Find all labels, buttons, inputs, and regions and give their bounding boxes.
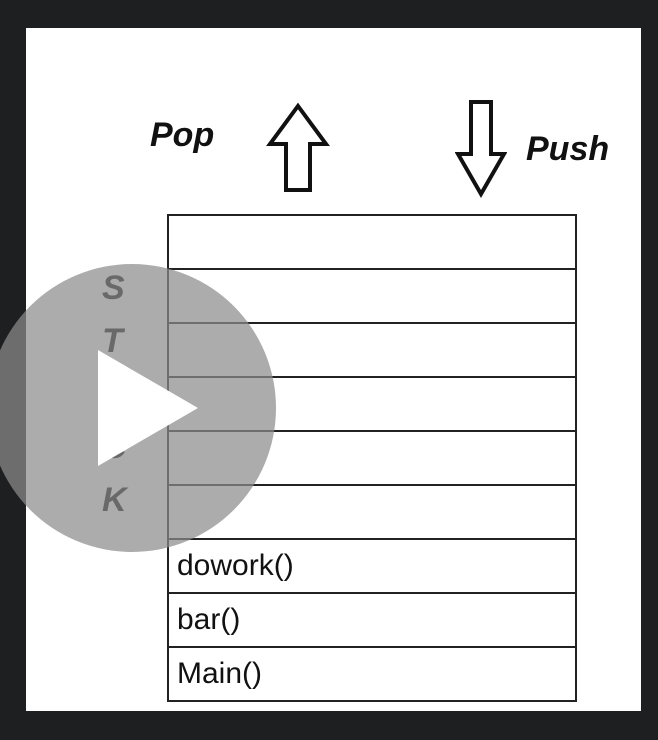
stack-cell-main: Main() — [169, 648, 575, 702]
stack-cell — [169, 432, 575, 486]
stack-cell — [169, 324, 575, 378]
play-icon — [98, 350, 198, 466]
pop-label: Pop — [150, 116, 215, 154]
stack-cell-dowork: dowork() — [169, 540, 575, 594]
stack-cell — [169, 486, 575, 540]
stack-cell — [169, 270, 575, 324]
push-label: Push — [526, 130, 610, 168]
stack-cell-bar: bar() — [169, 594, 575, 648]
stack-cell — [169, 378, 575, 432]
stack-cell — [169, 216, 575, 270]
play-button[interactable] — [0, 264, 276, 552]
arrow-up-icon — [266, 102, 330, 194]
arrow-down-icon — [455, 98, 507, 198]
